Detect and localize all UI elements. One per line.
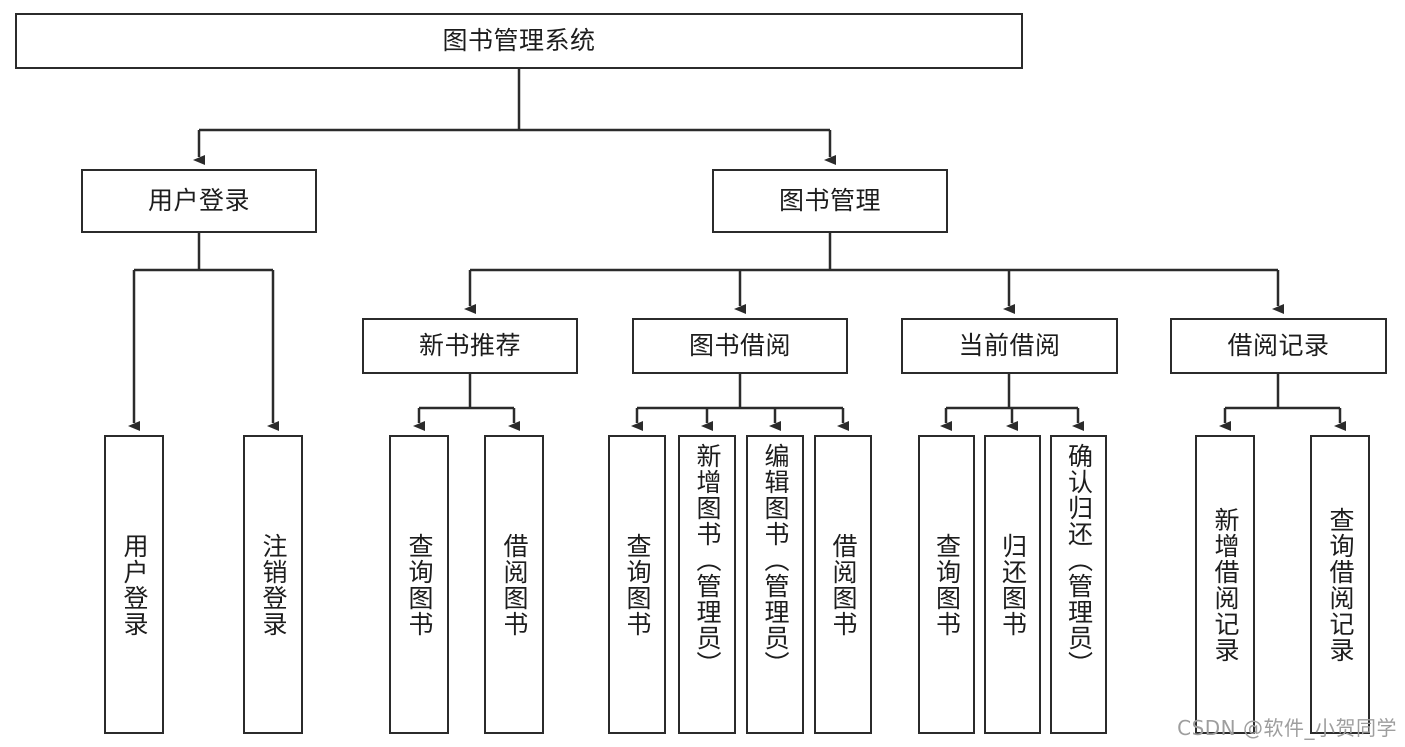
node-borrow-record-label: 借阅记录 bbox=[1227, 331, 1330, 361]
leaf-query-book-borrow-label: 查询图书 bbox=[623, 532, 652, 637]
node-current-borrow[interactable]: 当前借阅 bbox=[901, 318, 1118, 374]
leaf-add-book-admin-label: 新增图书（管理员） bbox=[693, 443, 722, 677]
leaf-borrow-book-recommend[interactable]: 借阅图书 bbox=[484, 435, 544, 734]
leaf-edit-book-admin-label: 编辑图书（管理员） bbox=[761, 443, 790, 677]
node-user-login-label: 用户登录 bbox=[147, 186, 250, 216]
node-new-book-recommend[interactable]: 新书推荐 bbox=[362, 318, 578, 374]
leaf-user-login-label: 用户登录 bbox=[120, 532, 149, 637]
leaf-borrow-book-label: 借阅图书 bbox=[829, 532, 858, 637]
leaf-add-borrow-record[interactable]: 新增借阅记录 bbox=[1195, 435, 1255, 734]
leaf-add-book-admin[interactable]: 新增图书（管理员） bbox=[678, 435, 736, 734]
leaf-query-book-current[interactable]: 查询图书 bbox=[918, 435, 975, 734]
watermark-text: CSDN @软件_小贺同学 bbox=[1177, 716, 1397, 740]
leaf-query-book-recommend-label: 查询图书 bbox=[405, 532, 434, 637]
leaf-query-book-current-label: 查询图书 bbox=[932, 532, 962, 637]
leaf-edit-book-admin[interactable]: 编辑图书（管理员） bbox=[746, 435, 804, 734]
node-root[interactable]: 图书管理系统 bbox=[15, 13, 1023, 69]
leaf-user-logout[interactable]: 注销登录 bbox=[243, 435, 303, 734]
leaf-confirm-return-admin-label: 确认归还（管理员） bbox=[1064, 443, 1094, 677]
node-user-login[interactable]: 用户登录 bbox=[81, 169, 317, 233]
leaf-user-logout-label: 注销登录 bbox=[259, 532, 288, 637]
leaf-return-book-label: 归还图书 bbox=[998, 532, 1028, 637]
leaf-borrow-book-recommend-label: 借阅图书 bbox=[500, 532, 529, 637]
node-book-borrow-label: 图书借阅 bbox=[688, 331, 791, 361]
leaf-query-book-recommend[interactable]: 查询图书 bbox=[389, 435, 449, 734]
leaf-query-book-borrow[interactable]: 查询图书 bbox=[608, 435, 666, 734]
node-book-management[interactable]: 图书管理 bbox=[712, 169, 948, 233]
node-new-book-recommend-label: 新书推荐 bbox=[418, 331, 521, 361]
leaf-return-book[interactable]: 归还图书 bbox=[984, 435, 1041, 734]
leaf-confirm-return-admin[interactable]: 确认归还（管理员） bbox=[1050, 435, 1107, 734]
leaf-borrow-book[interactable]: 借阅图书 bbox=[814, 435, 872, 734]
node-borrow-record[interactable]: 借阅记录 bbox=[1170, 318, 1387, 374]
node-book-borrow[interactable]: 图书借阅 bbox=[632, 318, 848, 374]
node-current-borrow-label: 当前借阅 bbox=[958, 331, 1061, 361]
leaf-query-borrow-record[interactable]: 查询借阅记录 bbox=[1310, 435, 1370, 734]
node-root-label: 图书管理系统 bbox=[442, 26, 596, 56]
leaf-user-login[interactable]: 用户登录 bbox=[104, 435, 164, 734]
node-book-management-label: 图书管理 bbox=[778, 186, 881, 216]
leaf-add-borrow-record-label: 新增借阅记录 bbox=[1211, 506, 1240, 663]
leaf-query-borrow-record-label: 查询借阅记录 bbox=[1326, 506, 1355, 663]
